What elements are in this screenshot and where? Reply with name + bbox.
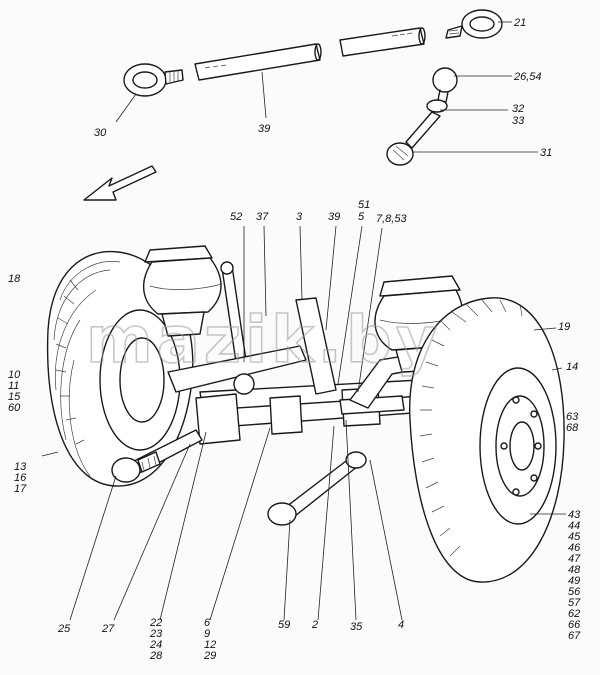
callout-line: 30	[94, 127, 107, 139]
steering-knuckle	[195, 373, 255, 445]
callout-line: 12	[204, 639, 216, 651]
callout-19: 19	[558, 321, 570, 333]
callout-line: 51	[358, 199, 370, 211]
callout-line: 22	[149, 617, 162, 629]
callout-52: 52	[230, 211, 242, 223]
callout-line: 23	[149, 628, 163, 640]
callout-line: 48	[568, 564, 581, 576]
callout-line: 3	[296, 211, 303, 223]
tie-rod-tube-left	[194, 43, 322, 81]
shock-absorber	[220, 261, 247, 363]
callout-3: 3	[296, 211, 303, 223]
callout-25: 25	[57, 623, 71, 635]
callout-line: 15	[8, 391, 21, 403]
callout-18: 18	[8, 273, 21, 285]
callout-line: 35	[350, 621, 363, 633]
callout-37: 37	[256, 211, 269, 223]
tie-rod-tube-right	[339, 27, 426, 57]
callout-line: 19	[558, 321, 570, 333]
callout-line: 14	[566, 361, 578, 373]
callout-39-top: 39	[258, 123, 270, 135]
bracket-center	[295, 297, 337, 395]
callout-35: 35	[350, 621, 363, 633]
callout-line: 18	[8, 273, 21, 285]
callout-line: 31	[540, 147, 552, 159]
banjo-fitting-left	[123, 63, 184, 97]
callout-line: 57	[568, 597, 581, 609]
callout-line: 16	[14, 472, 27, 484]
callout-line: 29	[203, 650, 216, 662]
callout-2: 2	[311, 619, 318, 631]
callout-line: 27	[101, 623, 115, 635]
callout-line: 17	[14, 483, 27, 495]
callout-line: 24	[149, 639, 162, 651]
callout-27: 27	[101, 623, 115, 635]
callout-7: 7,8,53	[376, 213, 407, 225]
callout-line: 11	[8, 380, 19, 392]
callout-line: 63	[566, 411, 579, 423]
callout-line: 39	[258, 123, 270, 135]
left-air-spring	[142, 245, 223, 337]
banjo-fitting-right	[445, 9, 503, 39]
callout-26: 26,54	[513, 71, 542, 83]
callout-line: 59	[278, 619, 290, 631]
callout-line: 9	[204, 628, 210, 640]
callout-line: 62	[568, 608, 580, 620]
callout-line: 37	[256, 211, 269, 223]
direction-arrow	[83, 165, 157, 201]
callout-line: 49	[568, 575, 580, 587]
callout-line: 10	[8, 369, 21, 381]
callout-line: 4	[398, 619, 404, 631]
callout-line: 33	[512, 115, 525, 127]
callout-line: 43	[568, 509, 581, 521]
reaction-rod	[267, 451, 367, 526]
callout-line: 66	[568, 619, 581, 631]
callout-line: 32	[512, 103, 524, 115]
callout-14: 14	[566, 361, 578, 373]
callout-line: 52	[230, 211, 242, 223]
callout-line: 46	[568, 542, 581, 554]
callout-line: 21	[513, 17, 526, 29]
callout-line: 68	[566, 422, 579, 434]
callout-39: 39	[328, 211, 340, 223]
callout-line: 67	[568, 630, 581, 642]
trailing-arm-left	[167, 345, 307, 393]
callout-line: 45	[568, 531, 581, 543]
callout-30: 30	[94, 127, 107, 139]
watermark: mazik.by	[86, 304, 441, 378]
callout-line: 5	[358, 211, 365, 223]
callout-4: 4	[398, 619, 404, 631]
callout-line: 26,54	[513, 71, 542, 83]
callout-21: 21	[513, 17, 526, 29]
callout-line: 60	[8, 402, 21, 414]
right-wheel	[409, 297, 565, 583]
callout-line: 25	[57, 623, 71, 635]
callout-line: 7,8,53	[376, 213, 407, 225]
callout-line: 6	[204, 617, 211, 629]
callout-line: 2	[311, 619, 318, 631]
tie-rod-assembly	[111, 429, 203, 483]
ball-pin-assembly	[386, 67, 458, 166]
callout-line: 13	[14, 461, 27, 473]
callout-line: 28	[149, 650, 163, 662]
callout-line: 56	[568, 586, 581, 598]
callout-31: 31	[540, 147, 552, 159]
callout-line: 47	[568, 553, 581, 565]
callout-line: 39	[328, 211, 340, 223]
callout-59: 59	[278, 619, 290, 631]
callout-line: 44	[568, 520, 580, 532]
